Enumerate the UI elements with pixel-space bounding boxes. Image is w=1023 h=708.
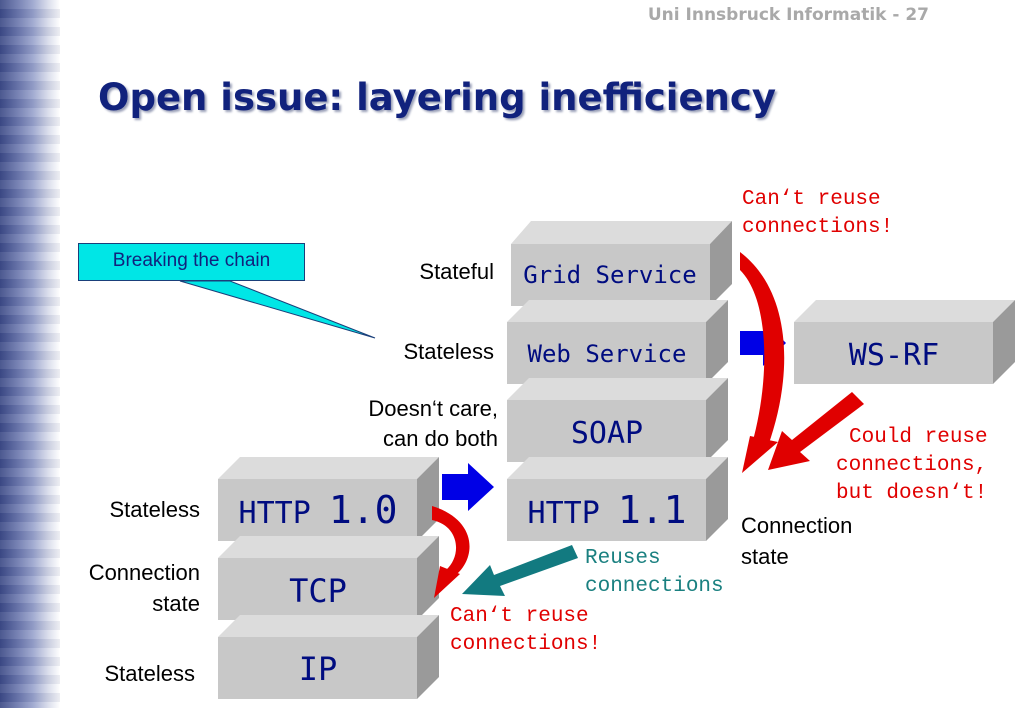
note-could-reuse-line2: connections, <box>836 454 988 477</box>
note-reuses-line1: Reuses <box>585 547 661 570</box>
note-cant-reuse-top-line2: connections! <box>742 216 894 239</box>
http11-text: HTTP 1.1 <box>528 488 687 532</box>
wsrf-box: WS-RF <box>794 300 1015 384</box>
red-arrow-could-reuse <box>768 392 864 470</box>
slide-title: Open issue: layering inefficiency <box>98 76 776 119</box>
ip-box: IP <box>218 615 439 699</box>
breaking-the-chain-callout: Breaking the chain <box>78 243 305 281</box>
label-connection-state-left-line1: Connection <box>88 560 200 585</box>
decorative-side-stripe <box>0 0 60 708</box>
blue-arrow-http10-to-http11 <box>442 463 494 511</box>
red-curved-arrow-top <box>740 252 785 446</box>
note-reuses-line2: connections <box>585 575 724 598</box>
tcp-box: TCP <box>218 536 439 620</box>
label-connection-state-left-line2: state <box>152 591 200 616</box>
red-curved-arrow-top-head <box>742 436 778 473</box>
http11-box: HTTP 1.1 <box>507 457 728 541</box>
red-curved-arrow-left-head <box>434 566 460 598</box>
grid-service-box: Grid Service <box>511 221 732 306</box>
tcp-text: TCP <box>289 572 347 610</box>
label-stateful: Stateful <box>419 259 494 284</box>
label-stateless-http10: Stateless <box>109 497 201 522</box>
http10-text: HTTP 1.0 <box>239 488 398 532</box>
grid-service-text: Grid Service <box>523 261 696 289</box>
note-cant-reuse-top-line1: Can‘t reuse <box>742 188 881 211</box>
wsrf-text: WS-RF <box>849 338 939 373</box>
http10-box: HTTP 1.0 <box>218 457 439 541</box>
label-connection-state-right-line1: Connection <box>741 513 853 538</box>
note-could-reuse-line3: but doesn‘t! <box>836 482 988 505</box>
soap-box: SOAP <box>507 378 728 462</box>
note-cant-reuse-bottom-line2: connections! <box>450 633 602 656</box>
slide-header: Uni Innsbruck Informatik - 27 <box>647 5 929 25</box>
label-doesnt-care-line2: can do both <box>383 426 498 451</box>
teal-arrow-reuses <box>462 545 578 596</box>
note-could-reuse-line1: Could reuse <box>849 426 988 449</box>
note-cant-reuse-bottom-line1: Can‘t reuse <box>450 605 589 628</box>
label-stateless-web: Stateless <box>403 339 495 364</box>
red-curved-arrow-left <box>432 506 470 578</box>
label-stateless-ip: Stateless <box>104 661 196 686</box>
web-service-box: Web Service <box>507 300 728 384</box>
callout-pointer <box>179 280 376 339</box>
label-doesnt-care-line1: Doesn‘t care, <box>368 396 498 421</box>
soap-text: SOAP <box>571 416 643 451</box>
ip-text: IP <box>299 650 338 688</box>
web-service-text: Web Service <box>528 340 687 368</box>
label-connection-state-right-line2: state <box>741 544 789 569</box>
